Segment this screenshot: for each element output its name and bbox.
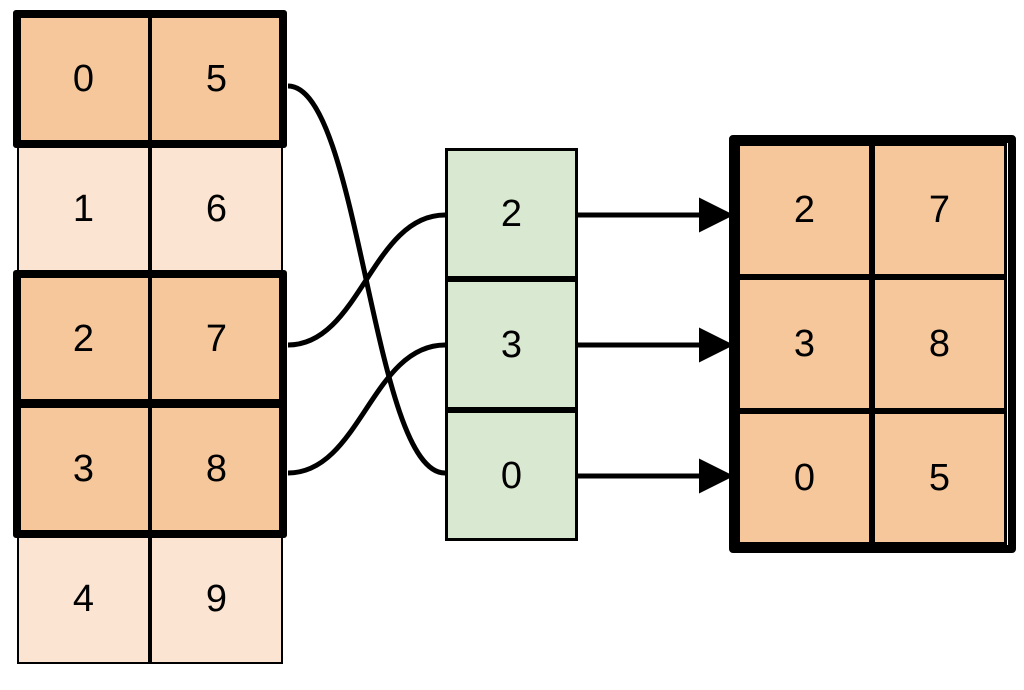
highlight-divider-rows-2-3 [13, 399, 287, 408]
result-cell-r1c1[interactable]: 8 [872, 277, 1007, 411]
source-cell-r3c1[interactable]: 8 [150, 404, 283, 534]
index-cell-2[interactable]: 0 [445, 410, 578, 541]
result-cell-r2c0[interactable]: 0 [737, 411, 872, 545]
result-cell-r0c0[interactable]: 2 [737, 143, 872, 277]
source-cell-r4c0[interactable]: 4 [17, 534, 150, 664]
index-cell-0[interactable]: 2 [445, 148, 578, 279]
source-cell-r4c1[interactable]: 9 [150, 534, 283, 664]
source-cell-r1c0[interactable]: 1 [17, 144, 150, 274]
result-cell-r2c1[interactable]: 5 [872, 411, 1007, 545]
curve-row3-to-index1 [287, 342, 446, 476]
source-cell-r2c1[interactable]: 7 [150, 274, 283, 404]
index-vector: 2 3 0 [445, 148, 578, 541]
curve-row2-to-index0 [287, 212, 446, 348]
result-cell-r0c1[interactable]: 7 [872, 143, 1007, 277]
source-cell-r2c0[interactable]: 2 [17, 274, 150, 404]
index-cell-1[interactable]: 3 [445, 279, 578, 410]
source-cell-r1c1[interactable]: 6 [150, 144, 283, 274]
source-cell-r3c0[interactable]: 3 [17, 404, 150, 534]
source-cell-r0c0[interactable]: 0 [17, 14, 150, 144]
source-matrix: 0 5 1 6 2 7 3 8 4 9 [13, 10, 289, 673]
curve-row0-to-index2 [287, 83, 446, 476]
gathered-matrix: 2 7 3 8 0 5 [729, 135, 1016, 553]
result-cell-r1c0[interactable]: 3 [737, 277, 872, 411]
source-cell-r0c1[interactable]: 5 [150, 14, 283, 144]
